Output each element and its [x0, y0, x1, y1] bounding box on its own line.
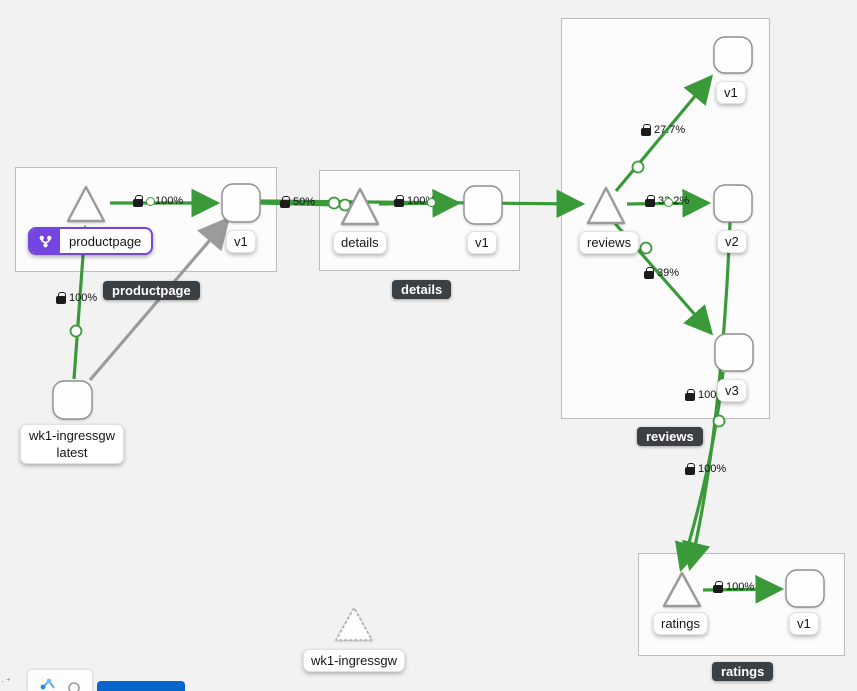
graph-layout-icon: [40, 678, 55, 690]
mtls-lock-icon: [644, 266, 654, 279]
edge-endpoint-circle-icon: [639, 241, 653, 255]
endpoint-circle-icon: [146, 196, 155, 206]
app-badge-icon: [30, 229, 60, 253]
edge-reviews-to-v1[interactable]: [614, 74, 714, 193]
legend-button[interactable]: [97, 681, 185, 691]
edge-label-reviews-to-v3[interactable]: 39%: [644, 266, 679, 279]
edge-endpoint-circle-icon: [712, 414, 726, 428]
node-ingress-workload[interactable]: [52, 380, 93, 420]
node-productpage-service[interactable]: [66, 185, 106, 223]
edge-label-reviews-to-v1[interactable]: 27.7%: [641, 123, 685, 136]
label-reviews-v2[interactable]: v2: [717, 230, 747, 253]
node-reviews-v2[interactable]: [713, 184, 753, 223]
edge-label-productpage-to-v1[interactable]: 100%: [133, 194, 183, 207]
label-productpage-service[interactable]: productpage: [28, 227, 154, 255]
node-ratings-v1[interactable]: [785, 569, 825, 608]
circle-control-icon: [68, 682, 80, 691]
group-title-ratings[interactable]: ratings: [712, 662, 774, 681]
edge-label-reviews-to-v2[interactable]: 33.2%: [645, 194, 689, 207]
mtls-lock-icon: [685, 462, 695, 475]
node-productpage-v1[interactable]: [221, 183, 261, 223]
label-ratings-service[interactable]: ratings: [653, 612, 709, 635]
label-ingress-workload[interactable]: wk1-ingressgw latest: [20, 424, 124, 464]
label-ratings-v1[interactable]: v1: [789, 612, 819, 635]
edge-label-v1-to-details[interactable]: 50%: [280, 195, 315, 208]
group-title-productpage[interactable]: productpage: [103, 281, 200, 300]
group-title-details[interactable]: details: [392, 280, 452, 299]
graph-toolbar-partial[interactable]: [28, 670, 92, 691]
label-details-service[interactable]: details: [333, 231, 387, 254]
endpoint-circle-icon: [664, 198, 673, 207]
group-title-reviews[interactable]: reviews: [637, 427, 703, 446]
node-reviews-v1[interactable]: [713, 36, 753, 74]
edge-details-to-v1[interactable]: [378, 188, 462, 218]
label-reviews-service[interactable]: reviews: [579, 231, 640, 254]
edge-label-ingress-to-productpage[interactable]: 100%: [56, 291, 97, 304]
node-details-v1[interactable]: [463, 185, 503, 225]
edge-endpoint-circle-icon: [69, 324, 83, 338]
label-text: productpage: [69, 233, 142, 249]
edge-label-details-to-v1[interactable]: 100%: [394, 194, 436, 207]
node-ratings-service[interactable]: [662, 571, 702, 608]
zoom-controls-partial[interactable]: ·⁺: [1, 676, 13, 686]
node-idle-ingressgw-service[interactable]: [335, 607, 373, 641]
label-details-v1[interactable]: v1: [467, 231, 497, 254]
edge-endpoint-circle-icon: [631, 160, 645, 174]
label-idle-ingressgw[interactable]: wk1-ingressgw: [303, 649, 405, 672]
node-reviews-service[interactable]: [586, 186, 626, 225]
node-details-service[interactable]: [340, 187, 380, 226]
mtls-lock-icon: [133, 194, 143, 207]
label-reviews-v1[interactable]: v1: [716, 81, 746, 104]
mtls-lock-icon: [56, 291, 66, 304]
edge-label-v2-to-ratings[interactable]: 100%: [685, 462, 726, 475]
mtls-lock-icon: [641, 123, 651, 136]
label-reviews-v3[interactable]: v3: [717, 379, 747, 402]
edge-label-ratings-to-v1[interactable]: 100%: [713, 580, 754, 593]
mtls-lock-icon: [713, 580, 723, 593]
edge-productpage-v1-to-details[interactable]: [259, 201, 339, 207]
mtls-lock-icon: [645, 194, 655, 207]
mtls-lock-icon: [685, 388, 695, 401]
mtls-lock-icon: [394, 194, 404, 207]
mtls-lock-icon: [280, 195, 290, 208]
label-productpage-v1[interactable]: v1: [226, 230, 256, 253]
endpoint-circle-icon: [427, 198, 436, 207]
node-reviews-v3[interactable]: [714, 333, 754, 372]
